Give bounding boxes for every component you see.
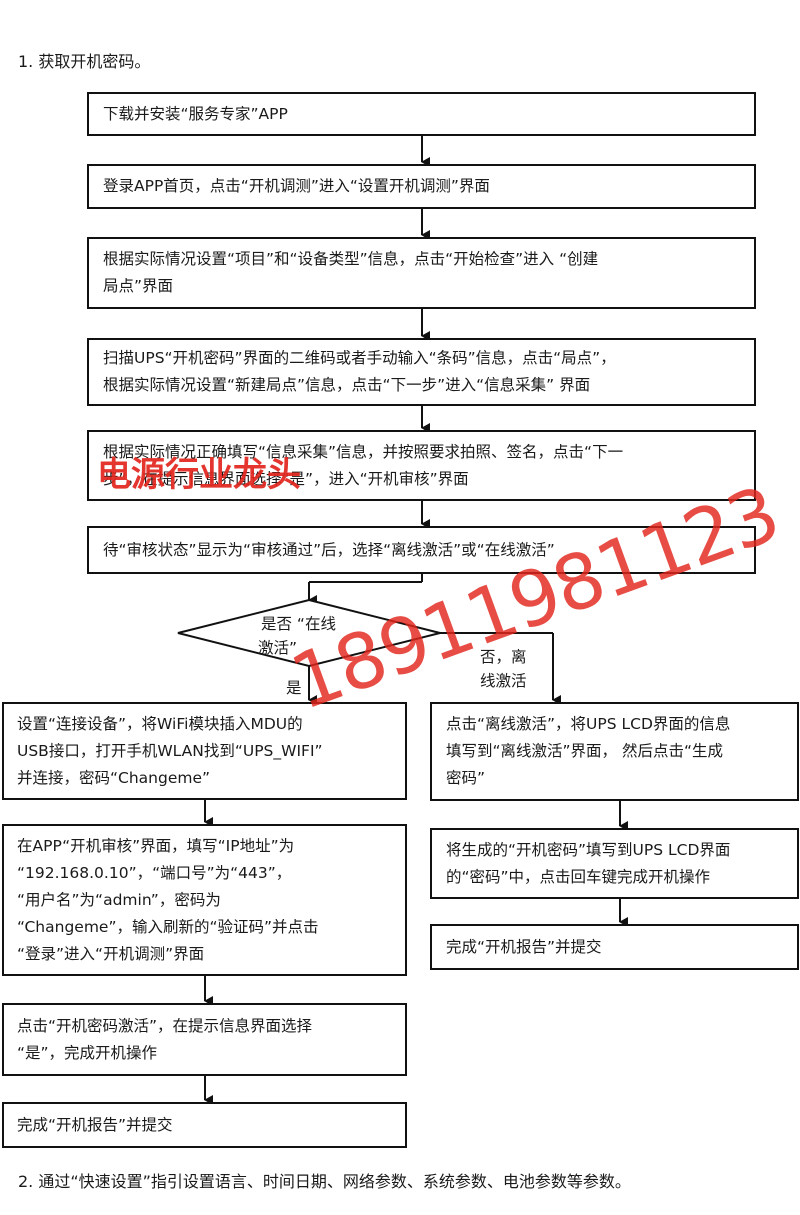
decision-text-line-1: 是否 “在线 (261, 615, 336, 633)
right-step-2-line-1: 将生成的“开机密码”填写到UPS LCD界面 (446, 840, 731, 859)
left-step-4-box: 完成“开机报告”并提交 (2, 1102, 407, 1148)
left-step-2-box: 在APP“开机审核”界面，填写“IP地址”为 “192.168.0.10”，“端… (2, 824, 407, 976)
right-step-2-box: 将生成的“开机密码”填写到UPS LCD界面 的“密码”中，点击回车键完成开机操… (430, 828, 799, 899)
step-4-line-2: 根据实际情况设置“新建局点”信息，点击“下一步”进入“信息采集” 界面 (103, 376, 591, 394)
step-1-line-1: 下载并安装“服务专家”APP (103, 104, 288, 123)
right-step-1-line-3: 密码” (446, 769, 486, 787)
left-step-4-line-1: 完成“开机报告”并提交 (17, 1115, 173, 1134)
step-2-box: 登录APP首页，点击“开机调测”进入“设置开机调测”界面 (87, 164, 756, 209)
step-4-box: 扫描UPS“开机密码”界面的二维码或者手动输入“条码”信息，点击“局点”， 根据… (87, 338, 756, 406)
left-step-3-line-1: 点击“开机密码激活”，在提示信息界面选择 (17, 1016, 313, 1035)
step-5-line-2: 步”，在提示信息界面选择“是”，进入“开机审核”界面 (103, 469, 469, 488)
step-4-line-1: 扫描UPS“开机密码”界面的二维码或者手动输入“条码”信息，点击“局点”， (103, 349, 616, 367)
step-6-box: 待“审核状态”显示为“审核通过”后，选择“离线激活”或“在线激活” (87, 526, 756, 574)
left-step-3-box: 点击“开机密码激活”，在提示信息界面选择 “是”，完成开机操作 (2, 1003, 407, 1076)
right-step-3-line-1: 完成“开机报告”并提交 (446, 937, 602, 956)
step-5-line-1: 根据实际情况正确填写“信息采集”信息，并按照要求拍照、签名，点击“下一 (103, 442, 624, 461)
step-6-line-1: 待“审核状态”显示为“审核通过”后，选择“离线激活”或“在线激活” (103, 540, 555, 559)
watermark-text-2: 18911981123 (279, 468, 790, 727)
left-step-1-line-2: USB接口，打开手机WLAN找到“UPS_WIFI” (17, 741, 323, 760)
left-step-3-line-2: “是”，完成开机操作 (17, 1043, 158, 1062)
decision-text-line-2: 激活” (258, 639, 298, 657)
section-2-heading: 2. 通过“快速设置”指引设置语言、时间日期、网络参数、系统参数、电池参数等参数… (18, 1172, 631, 1191)
step-3-line-1: 根据实际情况设置“项目”和“设备类型”信息，点击“开始检查”进入 “创建 (103, 250, 599, 268)
step-2-line-1: 登录APP首页，点击“开机调测”进入“设置开机调测”界面 (103, 177, 490, 195)
left-step-2-line-3: “用户名”为“admin”，密码为 (17, 890, 221, 909)
left-step-1-line-3: 并连接，密码“Changeme” (17, 768, 211, 787)
decision-no-label-line-1: 否，离 (480, 648, 527, 666)
decision-yes-label: 是 (286, 679, 302, 697)
left-step-1-line-1: 设置“连接设备”，将WiFi模块插入MDU的 (17, 714, 303, 733)
left-step-2-line-2: “192.168.0.10”，“端口号”为“443”， (17, 863, 292, 882)
left-step-1-box: 设置“连接设备”，将WiFi模块插入MDU的 USB接口，打开手机WLAN找到“… (2, 702, 407, 800)
step-1-box: 下载并安装“服务专家”APP (87, 92, 756, 136)
right-step-1-line-1: 点击“离线激活”，将UPS LCD界面的信息 (446, 715, 731, 733)
left-step-2-line-5: “登录”进入“开机调测”界面 (17, 944, 205, 963)
left-step-2-line-1: 在APP“开机审核”界面，填写“IP地址”为 (17, 836, 295, 855)
watermark-text-1: 电源行业龙头 (97, 455, 301, 495)
decision-no-label-line-2: 线激活 (480, 672, 527, 690)
step-3-box: 根据实际情况设置“项目”和“设备类型”信息，点击“开始检查”进入 “创建 局点”… (87, 237, 756, 309)
right-step-1-box: 点击“离线激活”，将UPS LCD界面的信息 填写到“离线激活”界面， 然后点击… (430, 702, 799, 801)
right-step-2-line-2: 的“密码”中，点击回车键完成开机操作 (446, 867, 711, 886)
step-3-line-2: 局点”界面 (103, 277, 174, 295)
right-step-1-line-2: 填写到“离线激活”界面， 然后点击“生成 (446, 742, 724, 760)
step-5-box: 根据实际情况正确填写“信息采集”信息，并按照要求拍照、签名，点击“下一 步”，在… (87, 430, 756, 501)
right-step-3-box: 完成“开机报告”并提交 (430, 924, 799, 970)
left-step-2-line-4: “Changeme”，输入刷新的“验证码”并点击 (17, 917, 319, 936)
section-1-heading: 1. 获取开机密码。 (18, 52, 151, 71)
